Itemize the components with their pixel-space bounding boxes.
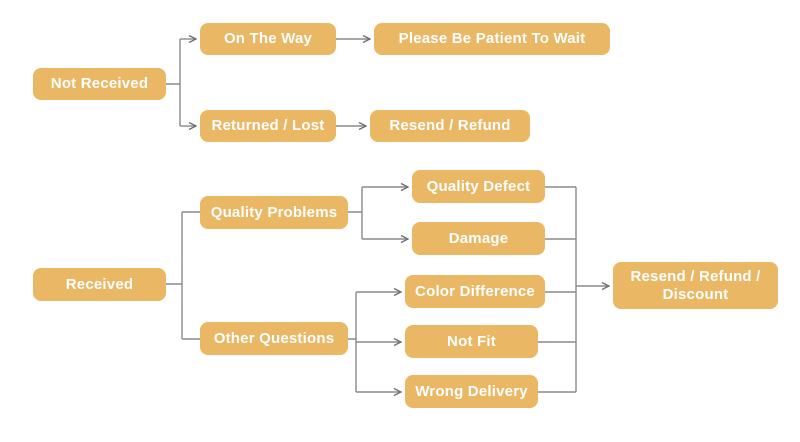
node-damage[interactable]: Damage xyxy=(412,222,545,255)
node-label: Not Fit xyxy=(447,332,496,350)
node-label: Resend / Refund / Discount xyxy=(630,268,761,303)
node-resend-refund[interactable]: Resend / Refund xyxy=(370,110,530,142)
node-label: Not Received xyxy=(50,75,149,93)
node-not-fit[interactable]: Not Fit xyxy=(405,325,538,358)
node-label: Color Difference xyxy=(415,282,535,300)
node-quality-problems[interactable]: Quality Problems xyxy=(200,196,348,229)
node-color-difference[interactable]: Color Difference xyxy=(405,275,545,308)
node-quality-defect[interactable]: Quality Defect xyxy=(412,170,545,203)
node-received[interactable]: Received xyxy=(33,268,166,301)
node-wrong-delivery[interactable]: Wrong Delivery xyxy=(405,375,538,408)
node-label: Received xyxy=(65,275,134,293)
node-label: Quality Defect xyxy=(426,177,531,195)
node-not-received[interactable]: Not Received xyxy=(33,68,166,100)
node-label: Damage xyxy=(448,229,509,247)
node-resend-refund-discount[interactable]: Resend / Refund / Discount xyxy=(613,262,778,309)
edge-not-received-bus xyxy=(166,39,181,126)
node-label: Resend / Refund xyxy=(389,117,511,135)
edge-received-bus xyxy=(166,211,200,340)
node-label: On The Way xyxy=(223,30,313,48)
node-returned-lost[interactable]: Returned / Lost xyxy=(200,110,336,142)
node-please-be-patient-to-wait[interactable]: Please Be Patient To Wait xyxy=(374,23,610,55)
node-label: Other Questions xyxy=(213,329,335,347)
edge-quality-problems-bus xyxy=(348,187,363,239)
node-on-the-way[interactable]: On The Way xyxy=(200,23,336,55)
node-other-questions[interactable]: Other Questions xyxy=(200,322,348,355)
node-label: Quality Problems xyxy=(210,203,338,221)
edge-other-questions-bus xyxy=(348,292,357,392)
node-label: Wrong Delivery xyxy=(415,382,528,400)
node-label: Returned / Lost xyxy=(211,117,325,135)
node-label: Please Be Patient To Wait xyxy=(398,30,586,48)
